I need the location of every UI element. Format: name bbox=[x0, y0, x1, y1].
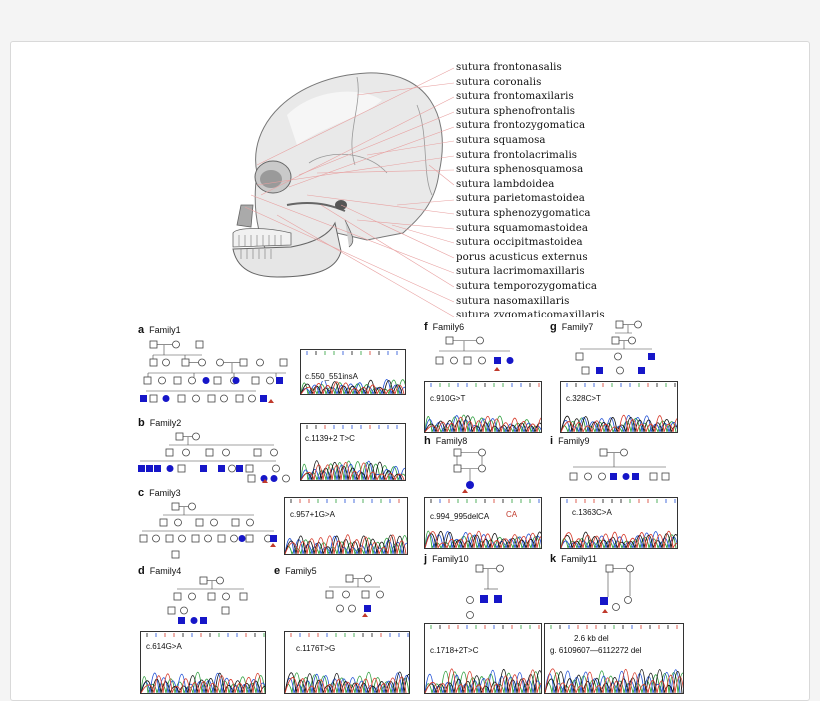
suture-label: sutura parietomastoidea bbox=[456, 193, 585, 205]
suture-label: sutura sphenozygomatica bbox=[456, 207, 591, 219]
chromatogram-family9: c.1363C>A bbox=[560, 497, 678, 549]
suture-label-list: sutura frontonasalis sutura coronalis su… bbox=[456, 61, 605, 324]
trace-line bbox=[545, 669, 683, 693]
chromatogram-family7: c.328C>T bbox=[560, 381, 678, 433]
chromatogram-family10: c.1718+2T>C bbox=[424, 623, 542, 694]
mutation-label: c.1718+2T>C bbox=[429, 646, 480, 655]
mutation-label: g. 6109607—6112272 del bbox=[549, 646, 643, 655]
suture-label: sutura lacrimomaxillaris bbox=[456, 266, 585, 278]
chromatogram-family4: c.614G>A bbox=[140, 631, 266, 694]
mutation-label: c.994_995delCA bbox=[429, 512, 491, 521]
trace-line bbox=[561, 530, 677, 548]
suture-label: sutura squamomastoidea bbox=[456, 222, 589, 234]
suture-label: sutura frontozygomatica bbox=[456, 120, 586, 132]
trace-line bbox=[425, 668, 541, 693]
trace-line bbox=[425, 415, 541, 432]
chromatogram-family1: c.550_551insA bbox=[300, 349, 406, 395]
suture-label: sutura frontonasalis bbox=[456, 62, 562, 73]
trace-line bbox=[425, 414, 541, 432]
mutation-label: c.550_551insA bbox=[304, 372, 359, 381]
chromatogram-family5: c.1176T>G bbox=[284, 631, 410, 694]
chromatogram-family3: c.957+1G>A bbox=[284, 497, 408, 555]
mutation-label: c.328C>T bbox=[565, 394, 602, 403]
chromatogram-family8: c.994_995delCA CA bbox=[424, 497, 542, 549]
pedigree-family4 bbox=[167, 576, 248, 624]
suture-label: sutura coronalis bbox=[456, 76, 542, 88]
trace-line bbox=[285, 672, 409, 693]
trace-line bbox=[425, 530, 541, 548]
trace-line bbox=[141, 672, 265, 693]
suture-label: porus acusticus externus bbox=[456, 251, 588, 263]
pedigree-family7 bbox=[575, 320, 655, 375]
trace-line bbox=[301, 461, 405, 480]
pedigree-family3 bbox=[139, 502, 277, 559]
mutation-label: c.1139+2 T>C bbox=[304, 434, 356, 443]
trace-line bbox=[425, 415, 541, 432]
trace-line bbox=[561, 414, 677, 432]
suture-label: sutura nasomaxillaris bbox=[456, 295, 570, 307]
pedigree-family8 bbox=[453, 448, 486, 493]
deletion-size-label: 2.6 kb del bbox=[573, 634, 610, 643]
trace-line bbox=[285, 671, 409, 693]
pedigree-family9 bbox=[569, 448, 670, 481]
pedigree-family6 bbox=[435, 336, 514, 371]
trace-line bbox=[561, 531, 677, 548]
trace-line bbox=[285, 676, 407, 693]
trace-line bbox=[545, 669, 681, 693]
suture-label: sutura zygomaticomaxillaris bbox=[456, 310, 605, 322]
chromatogram-family11: 2.6 kb del g. 6109607—6112272 del bbox=[544, 623, 684, 694]
pedigree-family2 bbox=[138, 432, 290, 483]
deletion-annotation: CA bbox=[506, 510, 518, 519]
skull-drawing bbox=[232, 67, 455, 317]
suture-label: sutura frontolacrimalis bbox=[456, 149, 578, 161]
trace-line bbox=[425, 530, 541, 548]
trace-line bbox=[545, 668, 683, 693]
trace-line bbox=[141, 672, 263, 693]
mutation-label: c.1363C>A bbox=[571, 508, 613, 517]
suture-label: sutura frontomaxilaris bbox=[456, 91, 574, 103]
chromatogram-family2: c.1139+2 T>C bbox=[300, 423, 406, 481]
mutation-label: c.1176T>G bbox=[295, 644, 337, 653]
pedigree-family1 bbox=[140, 340, 288, 403]
pedigree-family5 bbox=[325, 574, 384, 617]
pedigree-family10 bbox=[466, 564, 504, 619]
mutation-label: c.614G>A bbox=[145, 642, 183, 651]
trace-line bbox=[141, 672, 265, 693]
suture-label: sutura sphenofrontalis bbox=[456, 105, 576, 117]
suture-label: sutura squamosa bbox=[456, 134, 546, 146]
pedigree-family11 bbox=[600, 564, 634, 613]
trace-line bbox=[285, 534, 407, 554]
suture-label: sutura temporozygomatica bbox=[456, 280, 598, 292]
mutation-label: c.910G>T bbox=[429, 394, 467, 403]
suture-label: sutura occipitmastoidea bbox=[456, 237, 583, 249]
trace-line bbox=[301, 379, 403, 394]
trace-line bbox=[545, 670, 683, 693]
trace-line bbox=[425, 670, 541, 693]
chromatogram-family6: c.910G>T bbox=[424, 381, 542, 433]
skull-illustration: sutura frontonasalis sutura coronalis su… bbox=[217, 55, 605, 321]
suture-label: sutura sphenosquamosa bbox=[456, 164, 584, 176]
trace-line bbox=[301, 381, 405, 394]
suture-label: sutura lambdoidea bbox=[456, 178, 555, 190]
mutation-label: c.957+1G>A bbox=[289, 510, 336, 519]
